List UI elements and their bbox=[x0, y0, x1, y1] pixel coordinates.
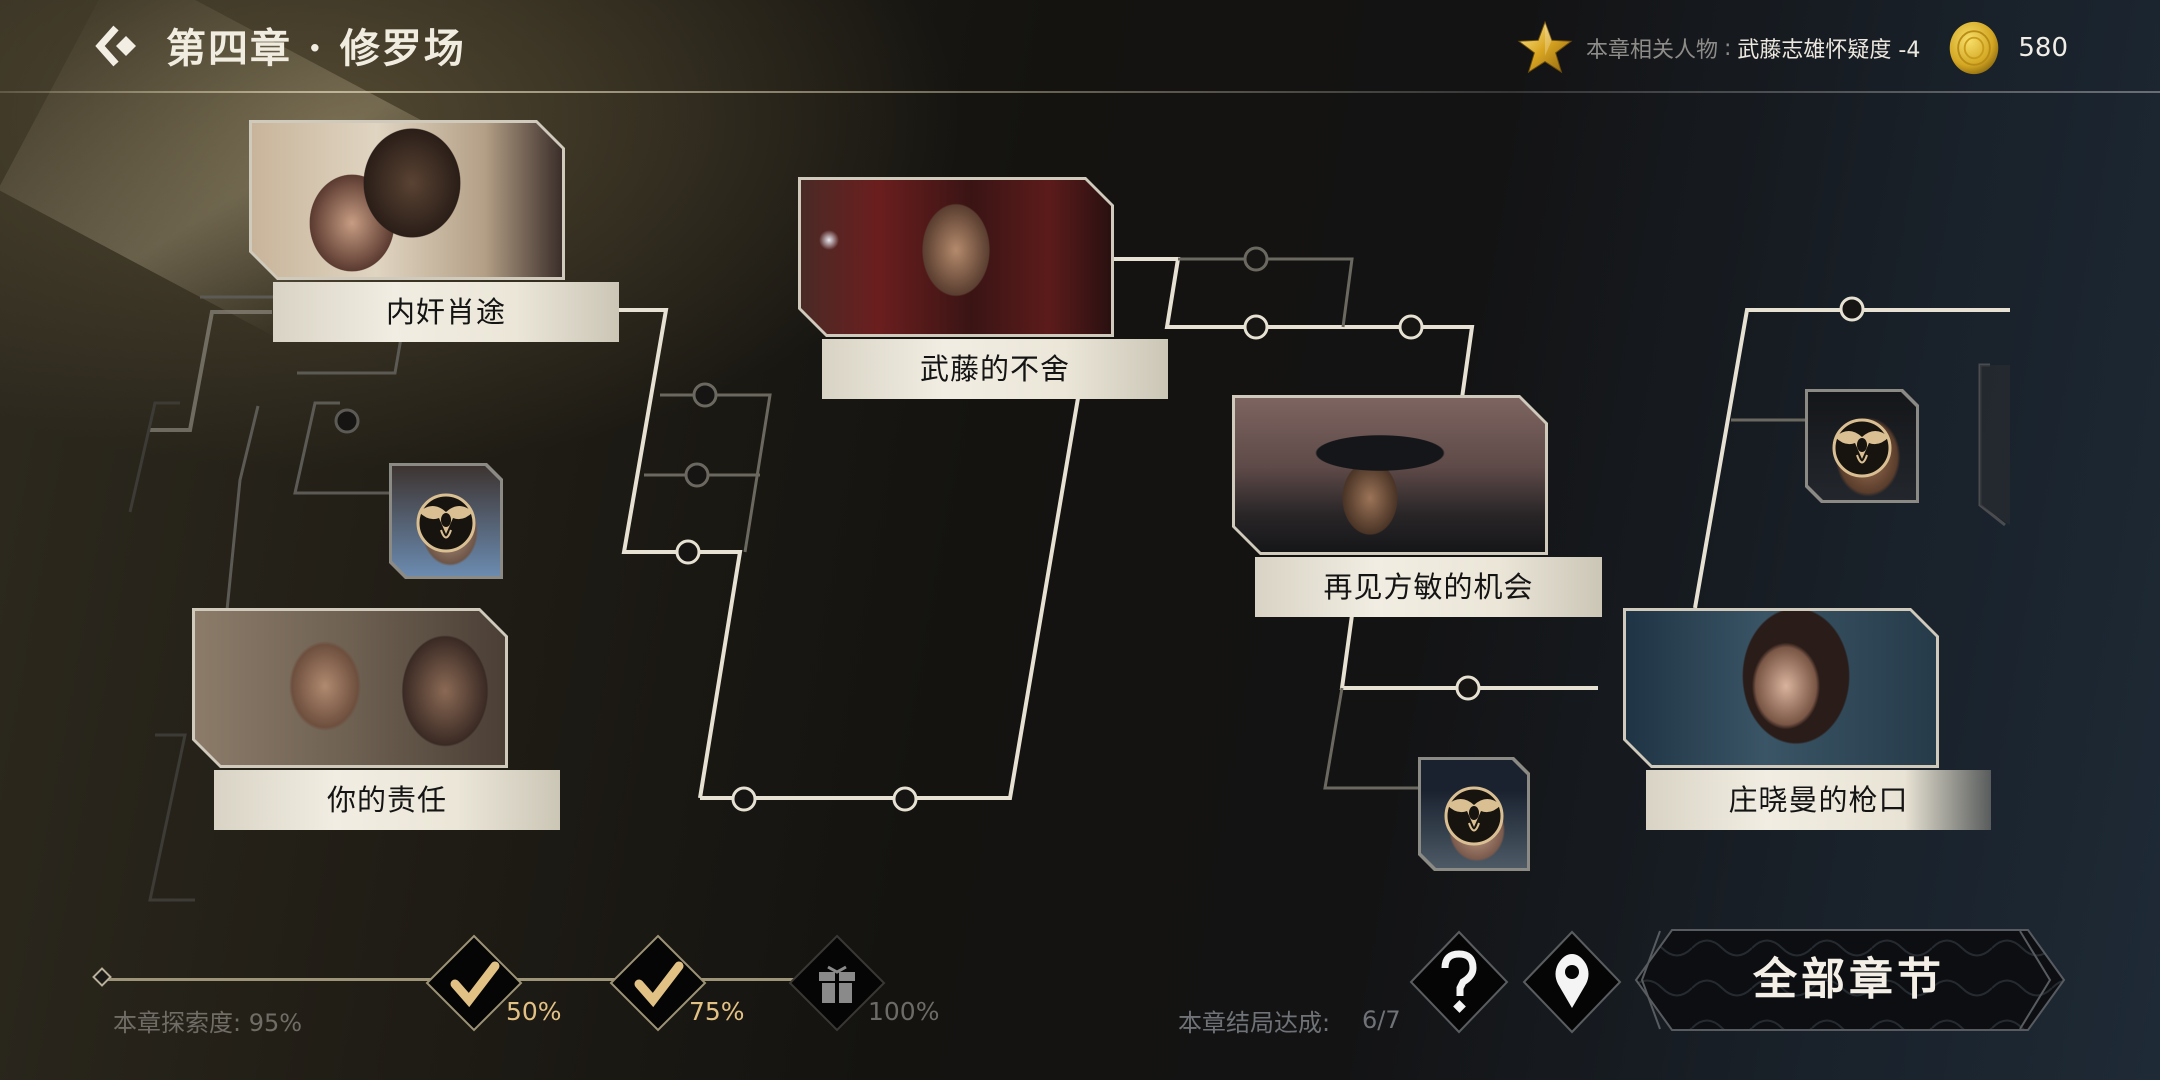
scene-thumbnail bbox=[192, 608, 508, 768]
branch-nodes bbox=[334, 246, 1865, 812]
related-character-label: 本章相关人物 bbox=[1585, 38, 1718, 63]
story-node-title: 再见方敏的机会 bbox=[1255, 557, 1602, 617]
scene-thumbnail bbox=[249, 120, 565, 280]
milestone-100[interactable] bbox=[788, 934, 886, 1032]
hex-button-frame bbox=[1634, 929, 2066, 1031]
header-divider bbox=[0, 91, 2160, 93]
gold-coin-icon bbox=[1950, 21, 1999, 75]
gold-star-icon bbox=[1517, 20, 1573, 74]
locked-character-avatar[interactable] bbox=[1805, 389, 1919, 503]
endings-value: 6/7 bbox=[1362, 1006, 1401, 1034]
map-pin-icon bbox=[1522, 930, 1622, 1034]
hud-status: 本章相关人物 : 武藤志雄怀疑度 -4 580 bbox=[1516, 18, 2068, 78]
story-node-title: 你的责任 bbox=[214, 770, 560, 830]
checkmark-icon bbox=[609, 934, 707, 1032]
milestone-75-label: 75% bbox=[689, 997, 745, 1026]
locked-character-avatar[interactable] bbox=[1418, 757, 1530, 871]
story-node-zhuangxiaoman-qiangkou[interactable]: 庄晓曼的枪口 bbox=[1623, 608, 1993, 830]
scene-thumbnail bbox=[1232, 395, 1548, 555]
locate-button[interactable] bbox=[1520, 930, 1624, 1034]
milestone-75[interactable] bbox=[609, 934, 707, 1032]
story-node-title: 内奸肖途 bbox=[273, 282, 619, 342]
question-mark-icon bbox=[1409, 930, 1509, 1034]
exploration-label: 本章探索度: 95% bbox=[113, 1003, 302, 1038]
story-node-wuteng-de-bushe[interactable]: 武藤的不舍 bbox=[798, 177, 1168, 399]
milestone-100-label: 100% bbox=[868, 997, 940, 1026]
spider-mask-emblem-icon bbox=[1441, 783, 1507, 849]
milestone-50[interactable] bbox=[425, 934, 523, 1032]
story-node-title: 庄晓曼的枪口 bbox=[1646, 770, 1991, 830]
scene-thumbnail bbox=[1623, 608, 1939, 768]
gift-icon bbox=[788, 934, 886, 1032]
scene-thumbnail bbox=[798, 177, 1114, 337]
related-character-value: 武藤志雄怀疑度 -4 bbox=[1737, 38, 1921, 63]
help-button[interactable] bbox=[1407, 930, 1511, 1034]
endings-label: 本章结局达成: bbox=[1178, 1009, 1331, 1037]
all-chapters-button[interactable]: 全部章节 bbox=[1632, 928, 2066, 1032]
exploration-value: 95% bbox=[248, 1009, 303, 1037]
milestone-50-label: 50% bbox=[506, 997, 562, 1026]
story-node-neijian-xiaotu[interactable]: 内奸肖途 bbox=[249, 120, 619, 342]
locked-character-avatar[interactable] bbox=[389, 463, 503, 579]
coin-count: 580 bbox=[2018, 33, 2068, 63]
back-button[interactable] bbox=[94, 24, 140, 68]
spider-mask-emblem-icon bbox=[413, 490, 479, 556]
spider-mask-emblem-icon bbox=[1829, 415, 1895, 481]
exploration-label-text: 本章探索度: bbox=[113, 1009, 242, 1037]
story-node-zaijian-fangmin[interactable]: 再见方敏的机会 bbox=[1232, 395, 1602, 617]
checkmark-icon bbox=[425, 934, 523, 1032]
story-node-ni-de-zeren[interactable]: 你的责任 bbox=[192, 608, 562, 830]
all-chapters-label: 全部章节 bbox=[1753, 954, 1945, 1005]
top-bar: 第四章 · 修罗场 本章相关人物 : 武藤志雄怀疑度 -4 580 bbox=[0, 0, 2160, 93]
chevron-left-diamond-icon bbox=[95, 25, 136, 67]
story-node-title: 武藤的不舍 bbox=[822, 339, 1168, 399]
chapter-title: 第四章 · 修罗场 bbox=[166, 25, 466, 72]
related-separator: : bbox=[1724, 35, 1732, 61]
